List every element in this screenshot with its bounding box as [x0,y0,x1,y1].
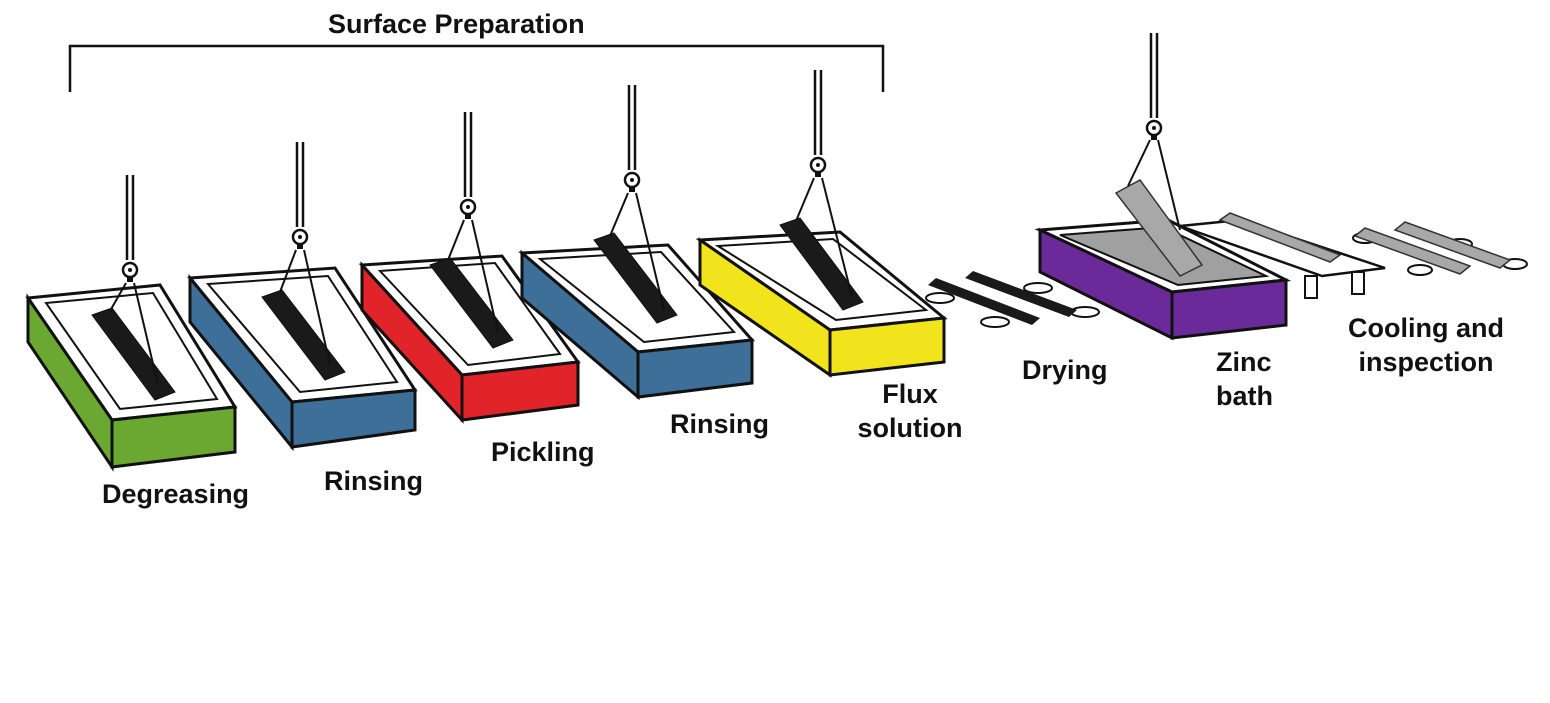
pickling-label: Pickling [491,437,595,467]
flux-solution-label: Flux solution [852,378,968,446]
drying-beam-2 [965,271,1077,317]
drying-label: Drying [1022,355,1108,385]
rinsing-tank-1 [186,140,418,452]
zinc-bath-beam [1114,179,1204,277]
cooling-rack-leg-1 [1304,275,1318,299]
pickling-beam [429,257,514,349]
zinc-bath-label: Zinc bath [1216,346,1273,414]
cooling-rack-leg-2 [1351,271,1365,295]
cooling-beam-1 [1218,212,1342,263]
inspection-beam-1 [1353,227,1472,275]
degreasing-label: Degreasing [102,479,250,509]
rinsing-2-beam [593,232,678,324]
cooling-label-line-1: Cooling and [1348,313,1504,343]
cooling-inspection-label: Cooling and inspection [1340,312,1512,380]
rinsing-2-hook [609,83,665,311]
zinc-bath-tank [1034,31,1292,341]
zinc-label-line-2: bath [1216,380,1273,411]
degreasing-tank-front [110,405,237,469]
pickling-tank [358,110,581,424]
flux-label-line-2: solution [857,412,963,443]
rinsing-1-hook [279,140,331,366]
zinc-label-line-1: Zinc [1216,347,1272,377]
rinsing-tank-2 [518,83,756,401]
flux-beam [779,217,864,311]
degreasing-tank [25,173,238,472]
inspection-beams [1352,221,1528,276]
rinsing-tank-1-front [290,388,417,449]
zinc-bath-hook [1127,31,1181,231]
inspection-beam-2 [1393,221,1512,269]
zinc-bath-molten-zinc [1059,225,1270,287]
surface-preparation-bracket [68,44,885,92]
flux-label-line-1: Flux [882,379,938,409]
flux-hook [795,68,853,298]
pickling-hook [447,110,499,334]
drying-beam-1 [928,278,1040,325]
rinsing-1-beam [261,289,346,381]
surface-preparation-title: Surface Preparation [328,9,585,39]
cooling-label-line-2: inspection [1358,346,1494,377]
pickling-tank-front [460,360,580,422]
zinc-bath-front [1170,278,1288,340]
rinsing-1-label: Rinsing [324,466,423,496]
cooling-rack-top [1179,218,1386,278]
rinsing-2-label: Rinsing [670,409,769,439]
cooling-rack [1179,212,1386,299]
flux-tank [695,68,948,378]
rinsing-tank-2-front [636,338,754,399]
degreasing-hook [109,173,159,386]
degreasing-beam [91,307,176,401]
drying-beams [925,271,1100,328]
flux-tank-front [828,316,946,377]
